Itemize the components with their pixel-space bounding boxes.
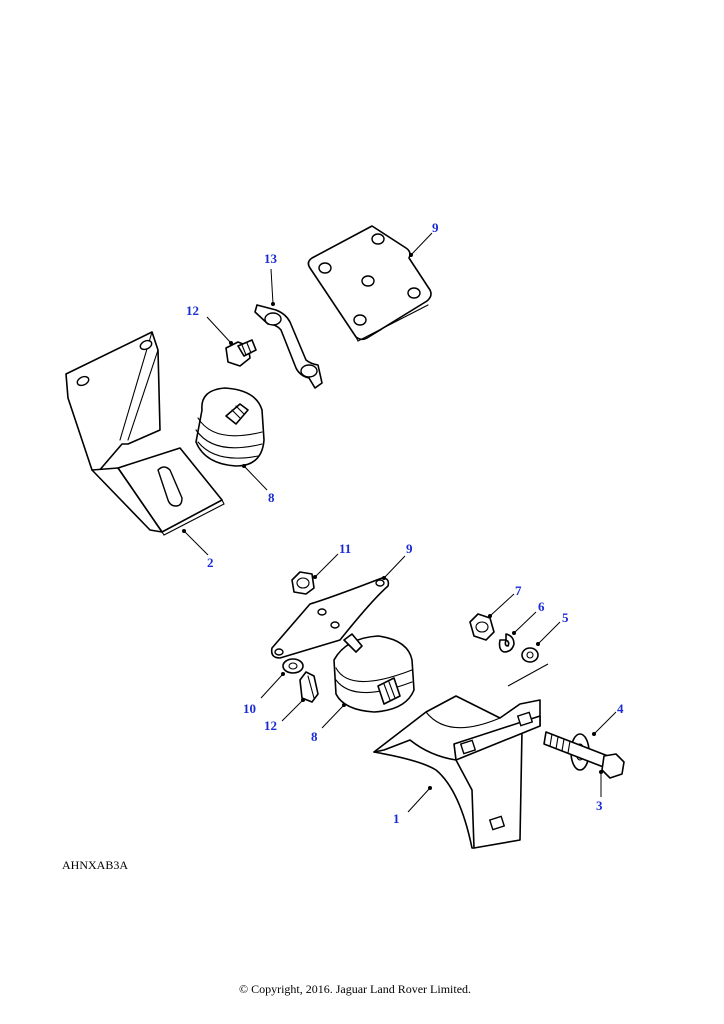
- callout-12-upper: 12: [186, 303, 233, 345]
- strap-bracket: [254, 304, 323, 389]
- svg-text:3: 3: [596, 798, 603, 813]
- svg-text:10: 10: [243, 701, 256, 716]
- plain-washer: [521, 647, 539, 663]
- svg-text:8: 8: [268, 490, 275, 505]
- callout-6: 6: [512, 599, 545, 635]
- lower-bracket: [373, 695, 541, 849]
- svg-text:9: 9: [406, 541, 413, 556]
- callout-4: 4: [592, 701, 624, 736]
- callout-8-upper: 8: [242, 464, 275, 505]
- svg-text:5: 5: [562, 610, 569, 625]
- svg-text:1: 1: [393, 811, 400, 826]
- callout-3: 3: [596, 770, 603, 813]
- bolt-right: [543, 731, 625, 779]
- mounting-plate-upper: [307, 225, 432, 342]
- svg-text:2: 2: [207, 555, 214, 570]
- figure-reference: AHNXAB3A: [62, 858, 128, 872]
- svg-text:12: 12: [186, 303, 199, 318]
- svg-text:7: 7: [515, 583, 522, 598]
- callout-7: 7: [488, 583, 522, 618]
- nut-lower-right: [469, 613, 495, 641]
- callout-11: 11: [313, 541, 351, 579]
- rubber-mounting-upper: [195, 387, 265, 467]
- callout-10: 10: [243, 672, 285, 716]
- copyright-notice: © Copyright, 2016. Jaguar Land Rover Lim…: [239, 982, 471, 996]
- bolt-lower: [299, 671, 319, 703]
- callout-12-lower: 12: [264, 698, 305, 733]
- mounting-plate-lower: [270, 577, 390, 659]
- callout-9-upper: 9: [409, 220, 439, 257]
- svg-text:11: 11: [339, 541, 351, 556]
- svg-text:4: 4: [617, 701, 624, 716]
- spring-washer: [498, 633, 515, 653]
- svg-text:9: 9: [432, 220, 439, 235]
- bolt-upper: [225, 339, 257, 367]
- svg-text:12: 12: [264, 718, 277, 733]
- callout-8-lower: 8: [311, 703, 346, 744]
- svg-text:6: 6: [538, 599, 545, 614]
- rubber-mounting-lower: [333, 633, 415, 713]
- callout-2: 2: [182, 529, 214, 570]
- fastener-alignment-line: [507, 663, 549, 687]
- washer-lower-left: [282, 658, 304, 674]
- callout-13: 13: [264, 251, 278, 306]
- svg-text:8: 8: [311, 729, 318, 744]
- nut-lower-left: [291, 571, 315, 595]
- callout-1: 1: [393, 786, 432, 826]
- angled-bracket: [65, 331, 225, 536]
- callout-5: 5: [536, 610, 569, 646]
- callout-9-lower: 9: [382, 541, 413, 580]
- svg-text:13: 13: [264, 251, 278, 266]
